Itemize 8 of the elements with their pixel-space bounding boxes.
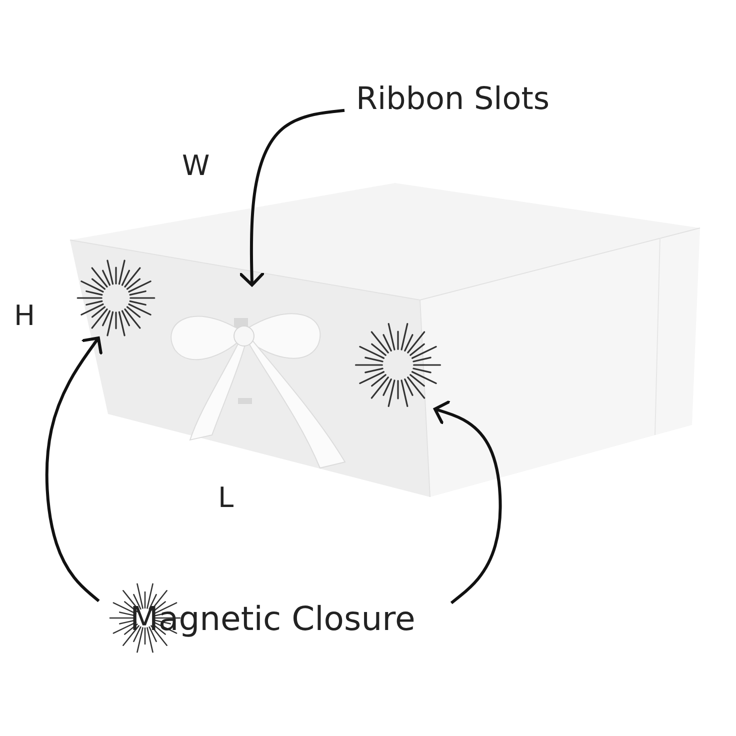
arrow (433, 400, 502, 604)
arrow (45, 336, 102, 602)
callout-text: Magnetic Closure (130, 599, 442, 639)
dimension-label: W (182, 152, 210, 180)
arrow (239, 108, 345, 286)
callout-text: Ribbon Slots (356, 80, 586, 118)
dimension-label: H (14, 302, 36, 330)
dimension-label: L (218, 484, 234, 512)
